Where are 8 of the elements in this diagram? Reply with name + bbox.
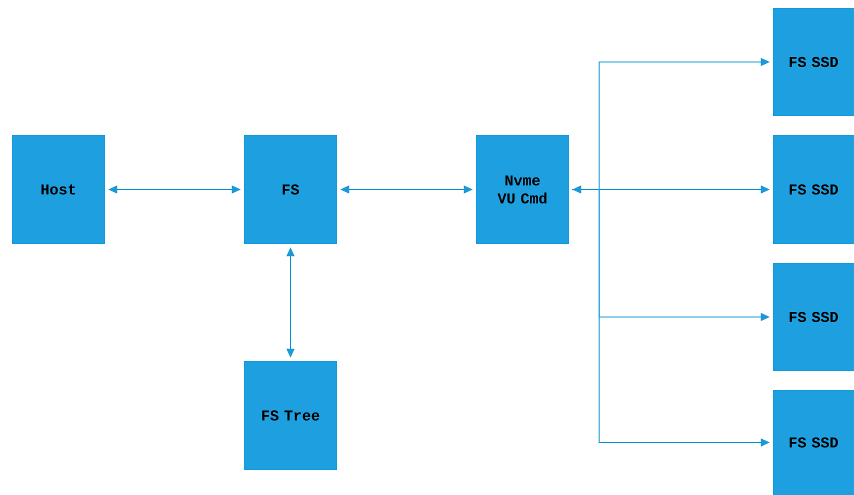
process-box: FS Tree — [244, 361, 337, 470]
process-box: FS — [244, 135, 337, 244]
process-box: Host — [12, 135, 105, 244]
process-box: Nvme VU Cmd — [476, 135, 569, 244]
process-box: FS SSD — [773, 263, 854, 371]
process-box: FS SSD — [773, 8, 854, 116]
process-box: FS SSD — [773, 135, 854, 244]
process-box: FS SSD — [773, 390, 854, 495]
